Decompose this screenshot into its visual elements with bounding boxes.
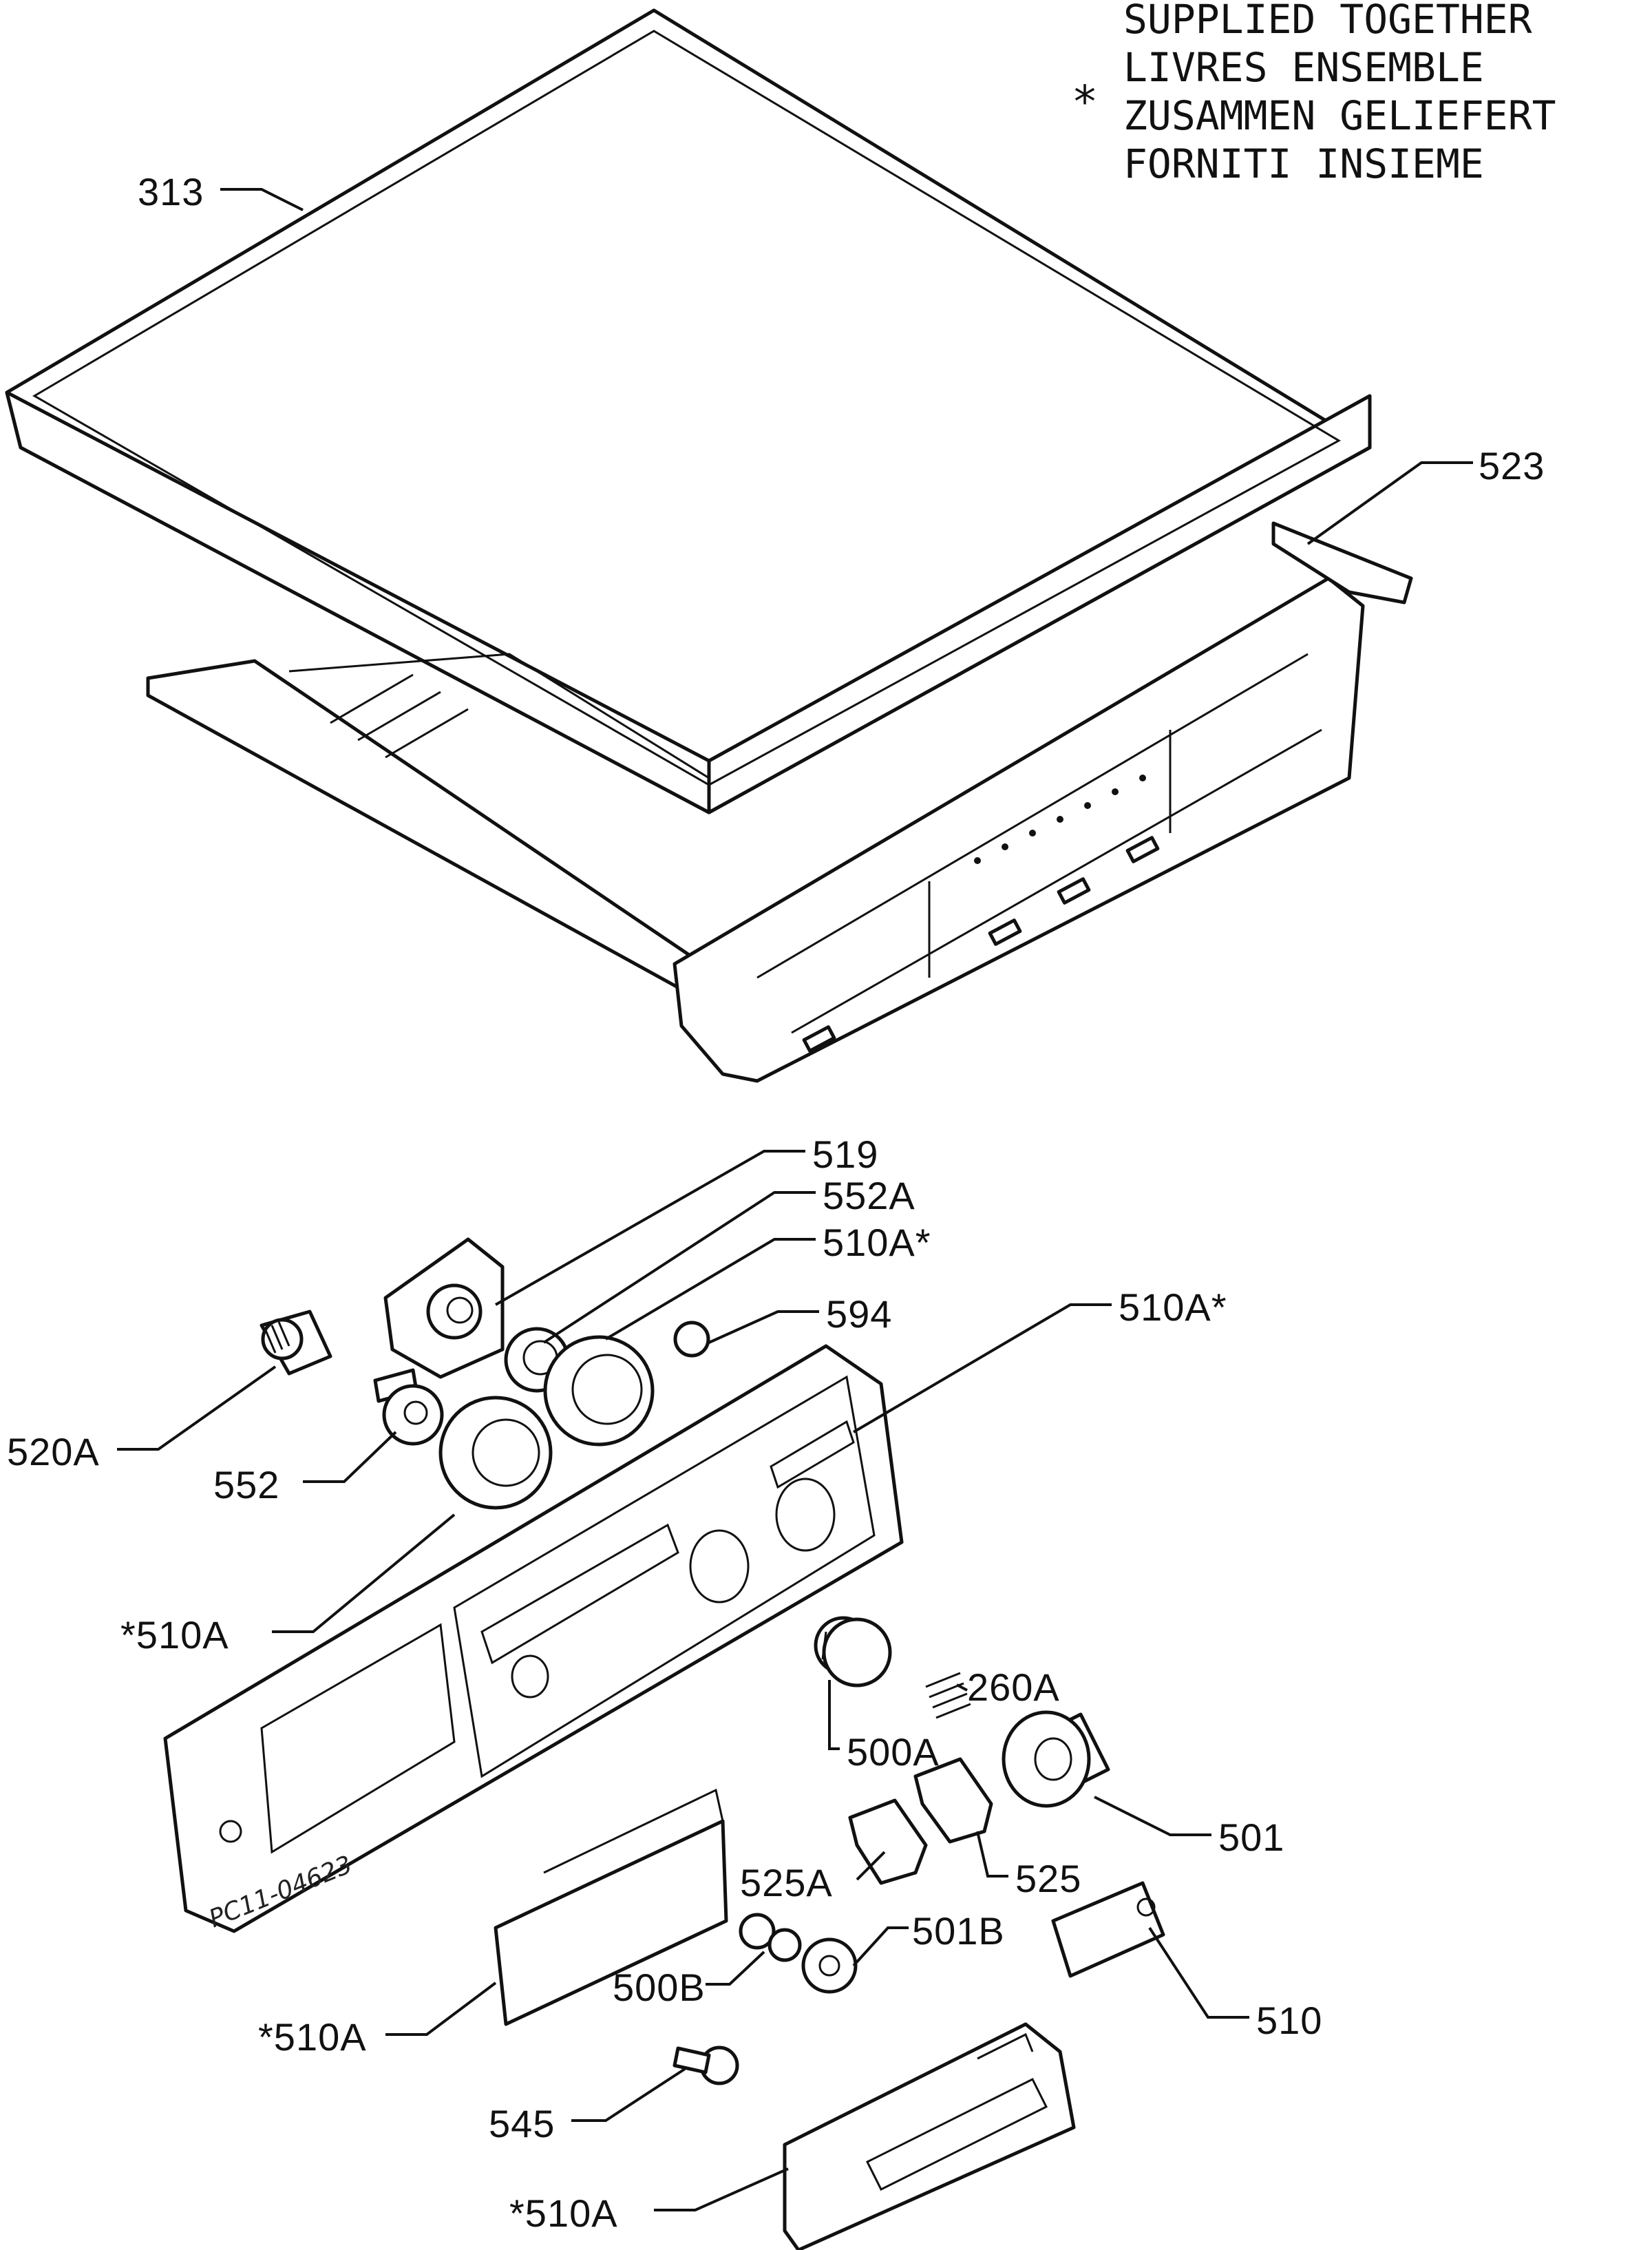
- spindle-520a: [260, 1310, 332, 1376]
- label-519: 519: [812, 1133, 878, 1176]
- supplied-together-note: * SUPPLIED TOGETHER LIVRES ENSEMBLE ZUSA…: [1074, 0, 1556, 187]
- leader-lines: [117, 188, 1473, 2211]
- push-button-525: [913, 1757, 993, 1844]
- part-labels: 313 523 519 552A 510A* 594 510A* 520A 55…: [7, 170, 1545, 2235]
- label-552: 552: [213, 1463, 279, 1506]
- label-501: 501: [1218, 1816, 1284, 1859]
- label-510a-prefixed-3: *510A: [509, 2191, 618, 2235]
- note-line-de: ZUSAMMEN GELIEFERT: [1123, 92, 1556, 139]
- knob-510a-lower: [438, 1396, 553, 1510]
- knob-501b: [801, 1937, 858, 1994]
- label-510a-star-1: 510A*: [823, 1221, 931, 1264]
- knob-501: [1002, 1710, 1110, 1808]
- label-510a-star-2: 510A*: [1119, 1285, 1227, 1329]
- switch-cam-500a: [814, 1616, 892, 1688]
- note-asterisk: *: [1074, 77, 1096, 128]
- door-handle-510a-lower: [783, 2022, 1076, 2250]
- front-fascia-510a: [163, 1344, 904, 1933]
- panel-strip-510: [1051, 1881, 1165, 1978]
- label-313: 313: [138, 170, 204, 213]
- label-501b: 501B: [912, 1909, 1005, 1953]
- screw-545: [673, 2046, 739, 2085]
- control-panel-frame-523: [146, 521, 1413, 1083]
- handle-510a-left: [494, 1788, 728, 2026]
- spring-260a: [925, 1672, 971, 1719]
- adapter-500b: [739, 1913, 802, 1962]
- label-520a: 520A: [7, 1430, 100, 1473]
- indicator-lens-594: [673, 1321, 710, 1358]
- worktop-lid-313: [5, 8, 1372, 814]
- label-523: 523: [1479, 444, 1545, 487]
- label-500a: 500A: [847, 1730, 940, 1774]
- label-500b: 500B: [613, 1966, 706, 2009]
- label-525: 525: [1015, 1857, 1081, 1900]
- knob-510a-upper: [543, 1335, 655, 1447]
- push-button-525a: [848, 1798, 928, 1885]
- note-line-it: FORNITI INSIEME: [1123, 140, 1484, 187]
- label-525a: 525A: [740, 1861, 833, 1904]
- spindle-552: [373, 1368, 444, 1446]
- label-545: 545: [489, 2102, 555, 2145]
- label-510a-prefixed-2: *510A: [258, 2015, 367, 2059]
- label-552a: 552A: [823, 1174, 915, 1217]
- label-594: 594: [826, 1292, 892, 1336]
- note-line-en: SUPPLIED TOGETHER: [1123, 0, 1532, 43]
- label-510: 510: [1256, 1999, 1322, 2042]
- note-line-fr: LIVRES ENSEMBLE: [1123, 44, 1484, 91]
- selector-bracket-519: [383, 1237, 505, 1379]
- label-510a-prefixed-1: *510A: [120, 1613, 229, 1657]
- label-260a: 260A: [967, 1665, 1060, 1709]
